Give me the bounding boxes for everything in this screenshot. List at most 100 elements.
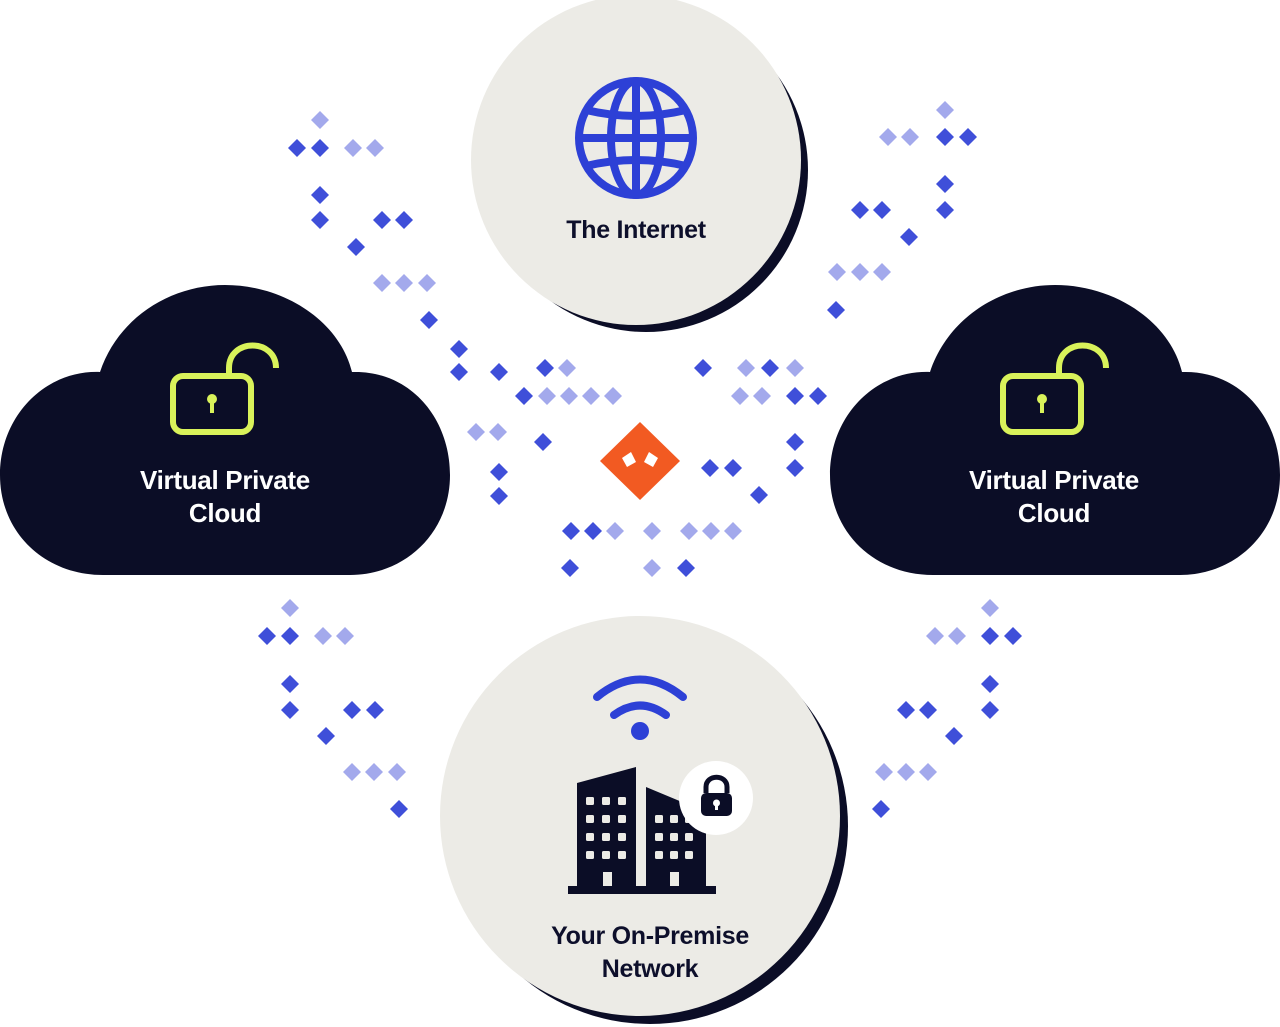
connection-dot xyxy=(538,387,556,405)
connection-dot xyxy=(450,363,468,381)
internet-label: The Internet xyxy=(536,216,736,245)
connection-dot xyxy=(373,211,391,229)
connection-dot xyxy=(786,433,804,451)
connection-dot xyxy=(418,274,436,292)
connection-dot xyxy=(981,701,999,719)
unlocked-padlock-icon xyxy=(170,342,279,435)
connection-dot xyxy=(945,727,963,745)
building-window xyxy=(685,851,693,859)
connection-dot xyxy=(450,340,468,358)
connection-dot xyxy=(750,486,768,504)
connection-dot xyxy=(873,263,891,281)
connection-dot xyxy=(489,423,507,441)
vpc-left-label-line2: Cloud xyxy=(188,498,262,528)
connection-dot xyxy=(344,139,362,157)
vpc-right-label-line1: Virtual Private xyxy=(969,465,1139,495)
building-window xyxy=(655,851,663,859)
building-window xyxy=(618,815,626,823)
connection-dot xyxy=(897,701,915,719)
building-window xyxy=(618,797,626,805)
vpc-left-node xyxy=(0,285,450,575)
on-premise-label-line1: Your On-Premise xyxy=(551,922,749,950)
connection-dot xyxy=(981,675,999,693)
connection-dot xyxy=(851,263,869,281)
connection-dot xyxy=(311,139,329,157)
connection-dot xyxy=(643,522,661,540)
connection-dot xyxy=(851,201,869,219)
connection-dot xyxy=(606,522,624,540)
connection-dot xyxy=(981,599,999,617)
on-premise-node xyxy=(440,616,848,1024)
connection-dot xyxy=(936,128,954,146)
building-window xyxy=(586,851,594,859)
connection-dot xyxy=(311,111,329,129)
building-window xyxy=(602,833,610,841)
connection-dot xyxy=(561,559,579,577)
vpc-right-label: Virtual Private Cloud xyxy=(934,464,1174,530)
connection-dot xyxy=(900,228,918,246)
connection-dot xyxy=(724,459,742,477)
connection-dot xyxy=(366,701,384,719)
connection-dot xyxy=(490,463,508,481)
connection-dot xyxy=(258,627,276,645)
vpc-right-label-line2: Cloud xyxy=(1017,498,1091,528)
building-window xyxy=(602,797,610,805)
building-window xyxy=(670,833,678,841)
connection-dot xyxy=(558,359,576,377)
connection-dot xyxy=(936,101,954,119)
connection-dot xyxy=(680,522,698,540)
vpc-right-node xyxy=(830,285,1280,575)
connection-dot xyxy=(281,701,299,719)
building-window xyxy=(586,815,594,823)
connection-dot xyxy=(936,201,954,219)
connection-dot xyxy=(677,559,695,577)
connection-dot xyxy=(694,359,712,377)
vpc-left-label: Virtual Private Cloud xyxy=(105,464,345,530)
connection-dot xyxy=(936,175,954,193)
on-premise-label-line2: Network xyxy=(601,955,699,983)
connection-dot xyxy=(490,363,508,381)
on-premise-label: Your On-Premise Network xyxy=(500,920,800,986)
building-window xyxy=(685,833,693,841)
wifi-icon xyxy=(593,675,687,719)
connection-dot xyxy=(388,763,406,781)
connection-dot xyxy=(365,763,383,781)
connection-dot xyxy=(959,128,977,146)
connection-dots xyxy=(258,101,1022,818)
internet-node xyxy=(471,0,808,332)
connection-dot xyxy=(420,311,438,329)
connection-dot xyxy=(490,487,508,505)
connection-dot xyxy=(604,387,622,405)
connection-dot xyxy=(701,459,719,477)
hub-icon xyxy=(600,422,680,500)
connection-dot xyxy=(919,701,937,719)
connection-dot xyxy=(366,139,384,157)
connection-dot xyxy=(872,800,890,818)
connection-dot xyxy=(560,387,578,405)
connection-dot xyxy=(515,387,533,405)
connection-dot xyxy=(311,211,329,229)
connection-dot xyxy=(948,627,966,645)
connection-dot xyxy=(809,387,827,405)
building-window xyxy=(586,833,594,841)
connection-dot xyxy=(395,211,413,229)
connection-dot xyxy=(343,763,361,781)
connection-dot xyxy=(875,763,893,781)
connection-dot xyxy=(347,238,365,256)
building-window xyxy=(655,833,663,841)
vpc-left-label-line1: Virtual Private xyxy=(140,465,310,495)
connection-dot xyxy=(562,522,580,540)
connection-dot xyxy=(390,800,408,818)
building-window xyxy=(586,797,594,805)
internet-label-text: The Internet xyxy=(566,216,706,244)
connection-dot xyxy=(897,763,915,781)
connection-dot xyxy=(737,359,755,377)
connection-dot xyxy=(919,763,937,781)
connection-dot xyxy=(828,263,846,281)
connection-dot xyxy=(373,274,391,292)
connection-dot xyxy=(314,627,332,645)
connection-dot xyxy=(582,387,600,405)
connection-dot xyxy=(981,627,999,645)
connection-dot xyxy=(584,522,602,540)
